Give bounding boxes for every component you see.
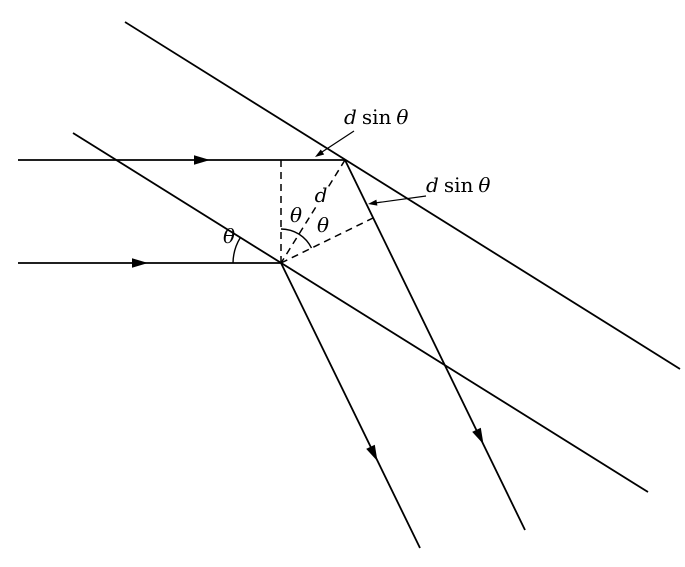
angle-arc-incidence [232, 237, 241, 264]
callout-line-upper [321, 130, 355, 153]
incident-ray-lower-arrowhead-icon [132, 258, 148, 268]
plane-top-line [124, 21, 681, 370]
callout-right-arrowhead-icon [368, 199, 378, 206]
spacing-d-dashed-lower [280, 207, 317, 264]
angle-arc-foot [280, 228, 313, 249]
reflected-ray-lower [280, 262, 421, 549]
callout-line-right [374, 195, 427, 204]
label-theta-part: θ [396, 105, 408, 129]
spacing-d-dashed-upper [327, 159, 346, 188]
solid-lines [18, 21, 681, 549]
label-d-part: d [344, 105, 357, 129]
label-theta-incidence: θ [223, 224, 235, 248]
label-d-part: d [426, 173, 439, 197]
label-theta-part: θ [478, 173, 490, 197]
reflected-ray-lower-arrowhead-icon [366, 444, 378, 462]
label-d: d [315, 183, 328, 207]
angle-arcs [232, 228, 313, 264]
reflected-ray-upper-arrowhead-icon [472, 427, 484, 445]
reflected-ray-upper [344, 159, 526, 531]
incident-ray-upper-arrowhead-icon [194, 155, 210, 165]
callout-upper-arrowhead-icon [315, 149, 325, 157]
wavefront-dashed-reflected [280, 217, 374, 264]
label-theta-foot-left: θ [290, 203, 302, 227]
arrowheads [132, 149, 484, 462]
label-theta-foot-right: θ [317, 213, 329, 237]
dashed-construction-lines [280, 159, 374, 264]
plane-bottom-line [72, 132, 649, 493]
label-sin-part: sin [444, 173, 474, 197]
label-sin-part: sin [362, 105, 392, 129]
callout-lines [321, 130, 427, 204]
